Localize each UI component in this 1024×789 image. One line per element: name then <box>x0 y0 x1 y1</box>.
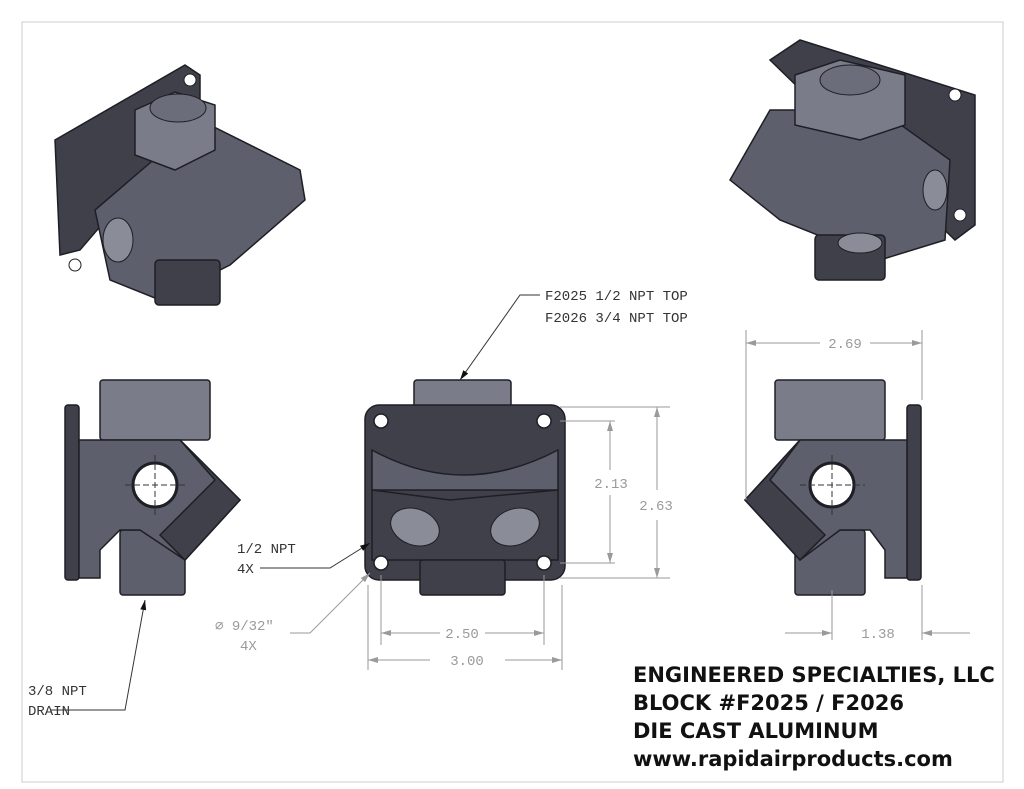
callout-port-1: 1/2 NPT <box>237 542 296 558</box>
callout-top-1: F2025 1/2 NPT TOP <box>545 289 688 305</box>
material: DIE CAST ALUMINUM <box>633 719 879 743</box>
title-block: ENGINEERED SPECIALTIES, LLC BLOCK #F2025… <box>633 663 995 771</box>
dim-height-outer: 2.63 <box>639 499 673 515</box>
left-side-view <box>64 379 242 596</box>
dim-width-inner: 2.50 <box>445 627 479 643</box>
front-view <box>364 379 566 596</box>
callout-top-2: F2026 3/4 NPT TOP <box>545 311 688 327</box>
website: www.rapidairproducts.com <box>633 747 953 771</box>
callout-drain-1: 3/8 NPT <box>28 684 87 700</box>
leader-lines <box>50 294 540 711</box>
callouts: F2025 1/2 NPT TOP F2026 3/4 NPT TOP 1/2 … <box>28 289 688 720</box>
callout-drain-2: DRAIN <box>28 704 70 720</box>
company-name: ENGINEERED SPECIALTIES, LLC <box>633 663 995 687</box>
dimension-labels: 2.50 3.00 2.13 2.63 2.69 1.38 <box>445 337 895 670</box>
callout-port-2: 4X <box>237 562 254 578</box>
dim-offset: 1.38 <box>861 627 895 643</box>
drawing-border <box>21 21 1004 783</box>
dim-width-outer: 3.00 <box>450 654 484 670</box>
callout-hole-1: ∅ 9/32" <box>215 619 274 635</box>
callout-hole-2: 4X <box>240 639 257 655</box>
isometric-view-right <box>729 39 976 281</box>
right-side-view <box>743 379 922 596</box>
dimension-lines <box>367 330 970 670</box>
dim-depth: 2.69 <box>828 337 862 353</box>
part-number: BLOCK #F2025 / F2026 <box>633 691 904 715</box>
dim-height-inner: 2.13 <box>594 477 628 493</box>
isometric-view-left <box>54 64 306 306</box>
